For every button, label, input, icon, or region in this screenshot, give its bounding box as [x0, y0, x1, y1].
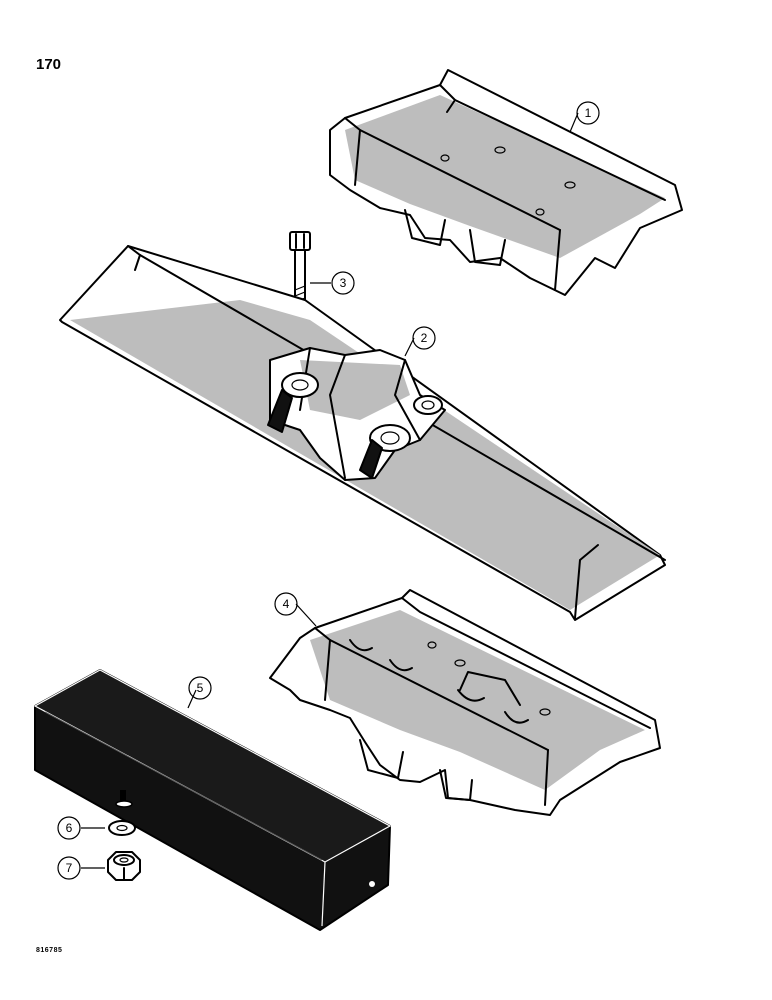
callout-1: 1	[576, 101, 600, 125]
track-shoe-part-2	[59, 245, 666, 621]
callout-label-6: 6	[66, 821, 73, 835]
callout-label-7: 7	[66, 861, 73, 875]
rubber-pad-part-5	[33, 669, 392, 931]
track-shoe-part-4	[269, 589, 661, 816]
callout-label-3: 3	[340, 276, 347, 290]
callout-2: 2	[412, 326, 436, 350]
page-number: 170	[36, 56, 62, 73]
callout-label-1: 1	[585, 106, 592, 120]
callout-label-2: 2	[421, 331, 428, 345]
track-shoe-part-1	[329, 69, 683, 296]
hex-nut-part-7	[107, 851, 141, 881]
callout-3: 3	[331, 271, 355, 295]
callout-label-5: 5	[197, 681, 204, 695]
washer-part-6	[108, 820, 136, 836]
figure-code: 816785	[36, 947, 63, 954]
callout-5: 5	[188, 676, 212, 700]
callout-4: 4	[274, 592, 298, 616]
leader-lines	[81, 112, 579, 869]
callout-7: 7	[57, 856, 81, 880]
callout-label-4: 4	[283, 597, 290, 611]
callout-6: 6	[57, 816, 81, 840]
